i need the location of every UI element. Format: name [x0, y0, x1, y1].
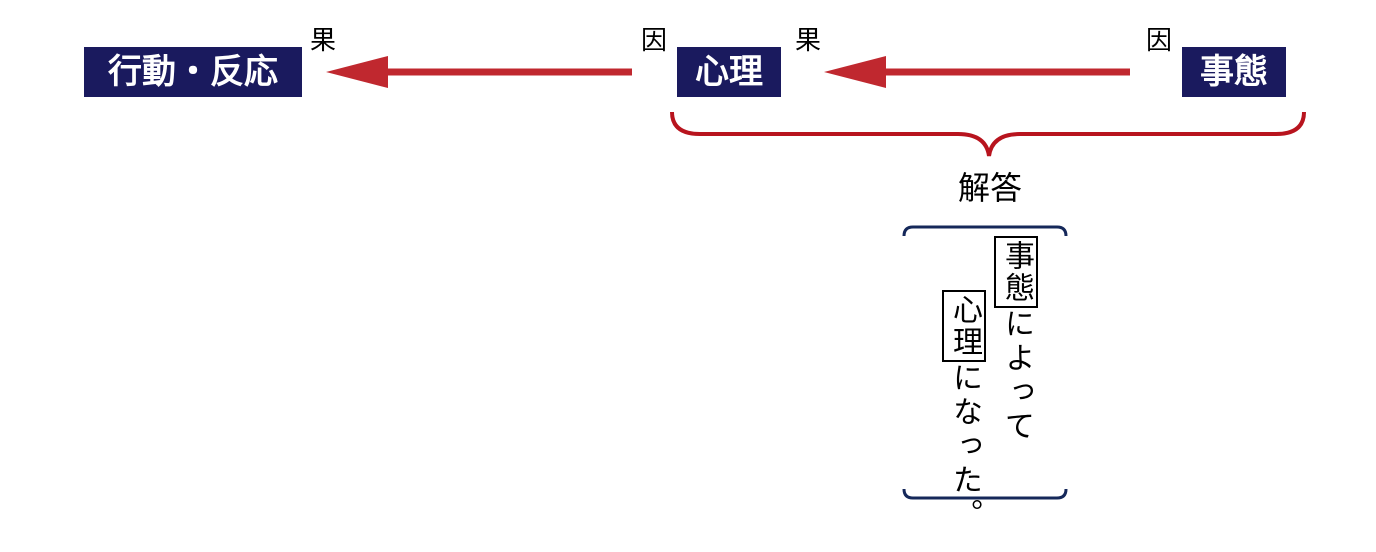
effect-label-left: 果 [310, 26, 337, 56]
behavior-box: 行動・反応 [84, 47, 302, 97]
answer-psychology-box: 心理 [942, 290, 986, 362]
effect-label-right: 果 [795, 26, 822, 56]
situation-box: 事態 [1182, 47, 1286, 97]
cause-label-left: 因 [641, 26, 668, 56]
psychology-box: 心理 [677, 47, 781, 97]
answer-line-1: 事態によって [994, 236, 1038, 444]
cause-label-right: 因 [1146, 26, 1173, 56]
answer-title: 解答 [957, 169, 1022, 207]
answer-line-1-text: によって [999, 308, 1034, 444]
answer-bracket-top [902, 225, 1068, 237]
arrow-right-head [824, 56, 886, 88]
arrow-left-head [326, 56, 388, 88]
answer-line-2: 心理になった。 [942, 290, 986, 532]
answer-bracket-bottom [902, 488, 1068, 500]
brace-red [670, 111, 1306, 157]
answer-line-2-text: になった。 [947, 362, 982, 532]
answer-situation-box: 事態 [994, 236, 1038, 308]
